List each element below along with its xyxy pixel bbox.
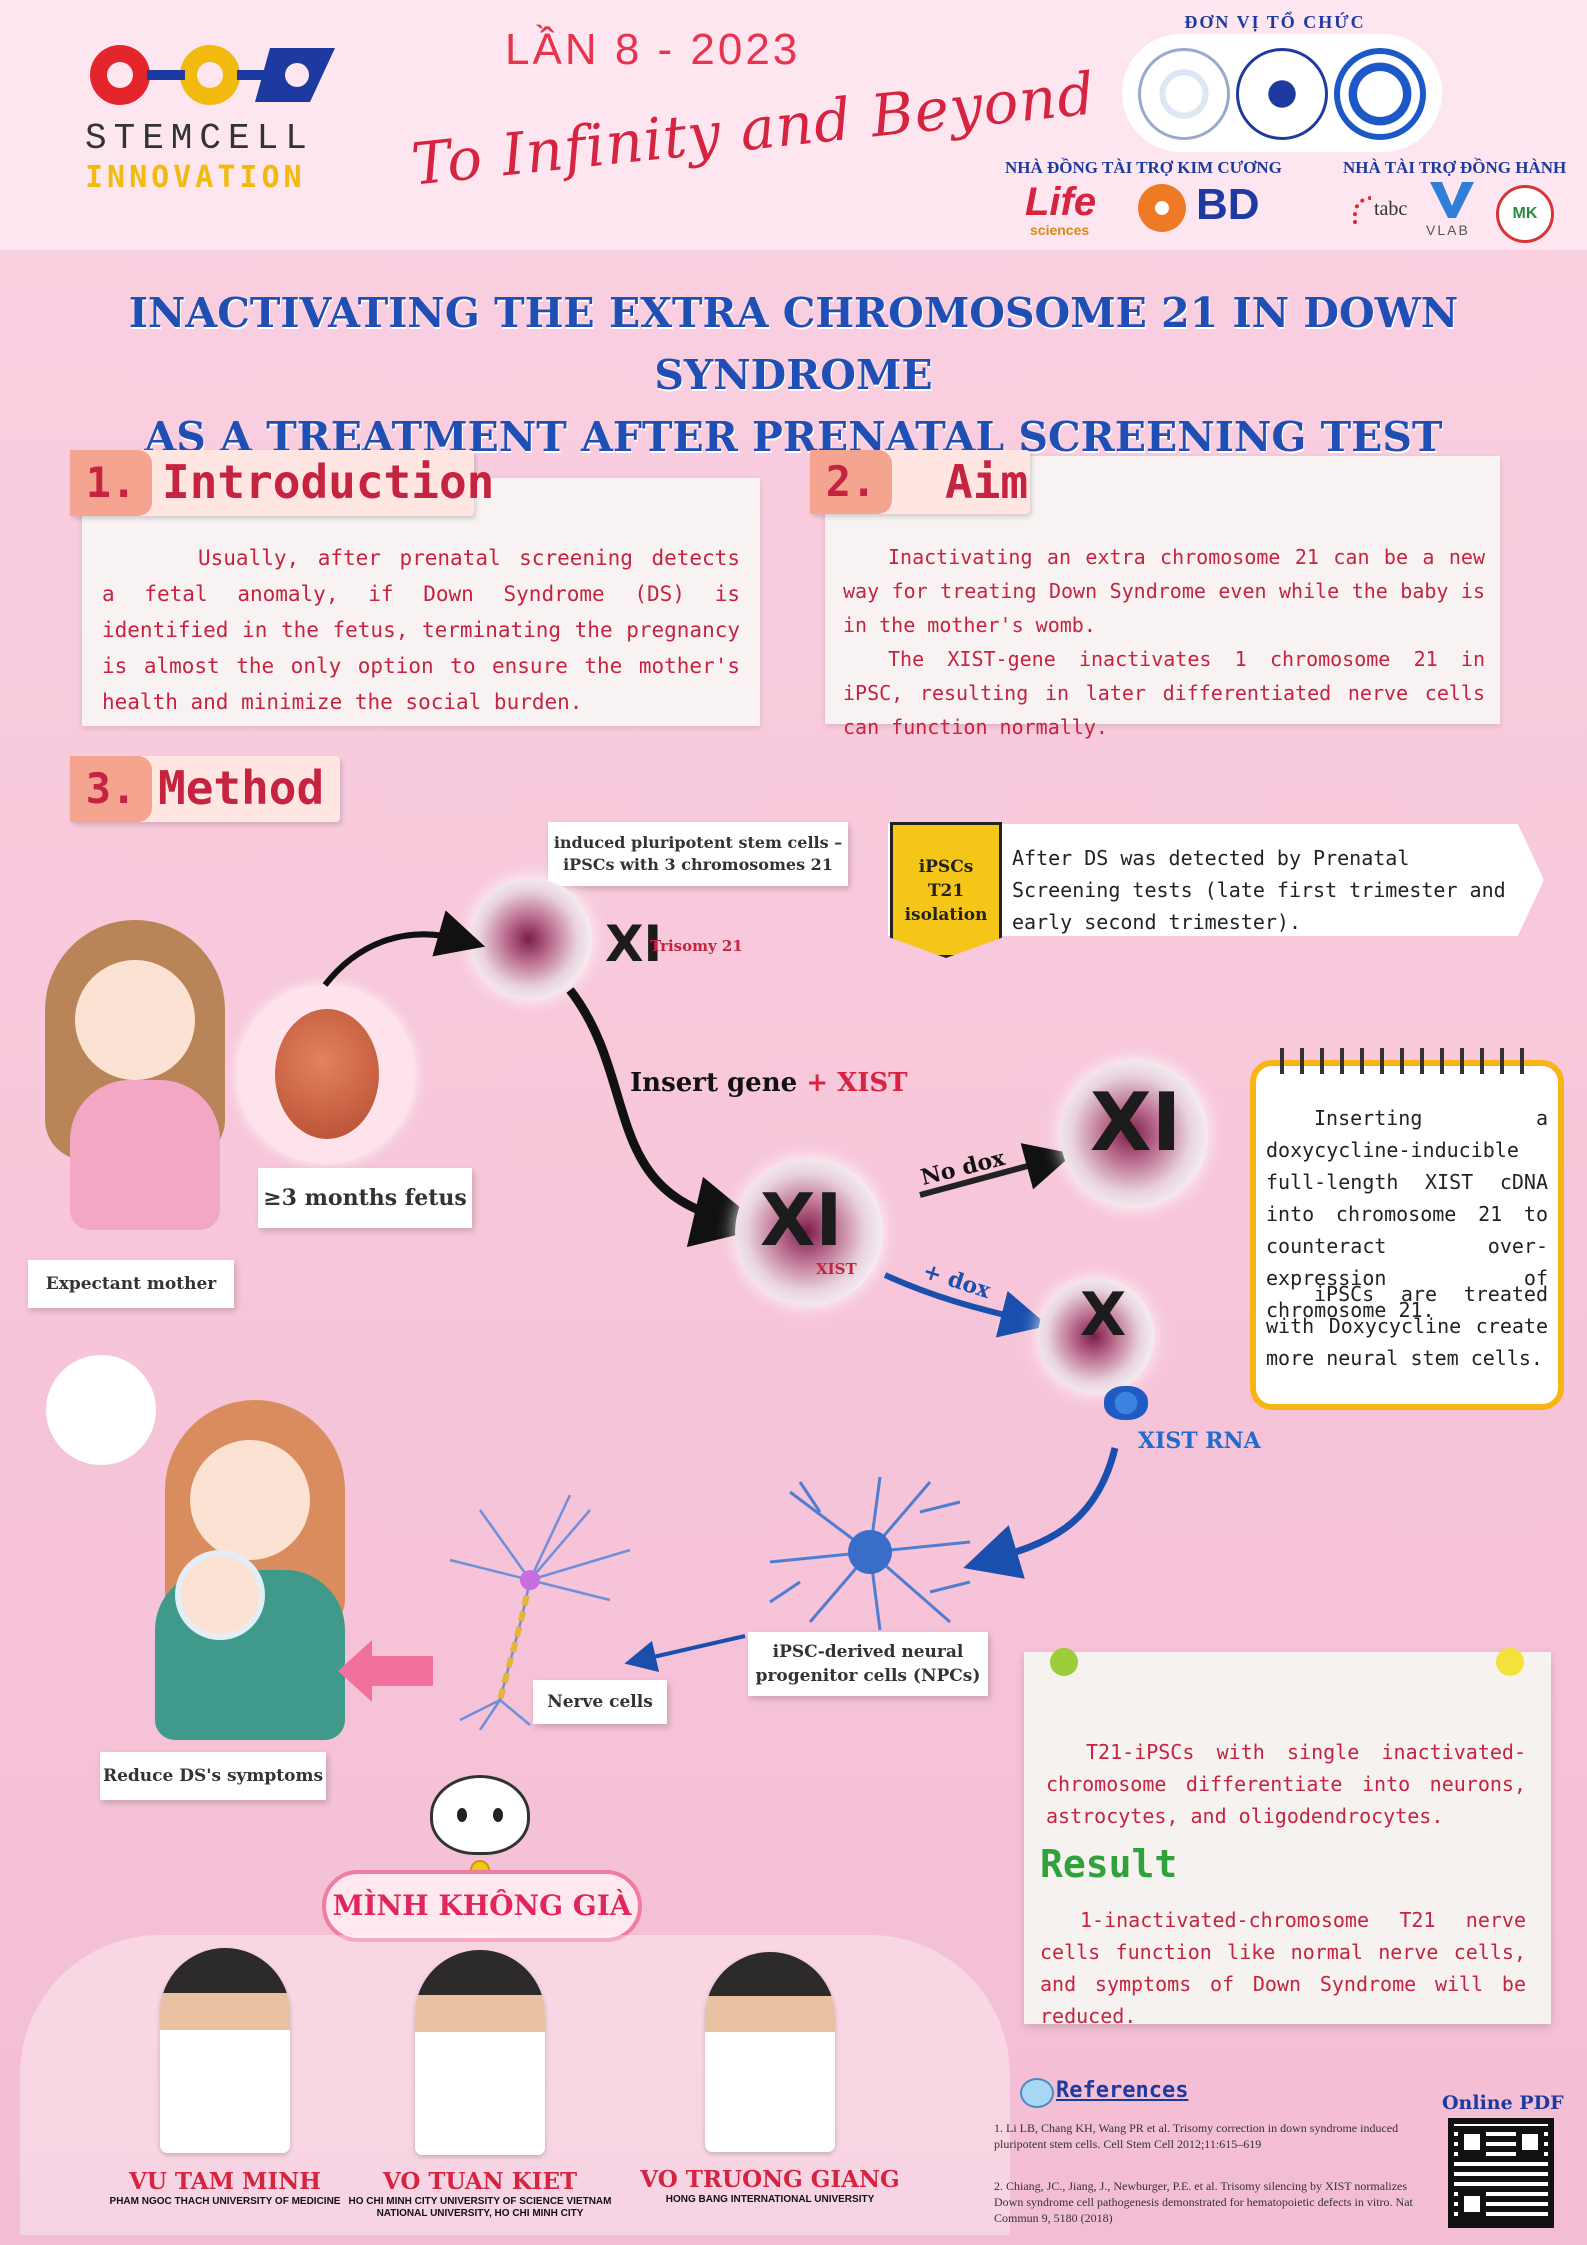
reduce-symptoms-label: Reduce DS's symptoms [100,1752,326,1800]
child-play-circle [46,1355,156,1465]
life-sciences-logo: Life [1025,180,1097,224]
organizer-logo-2-icon [1236,48,1328,140]
notebook-text-2: iPSCs are treated with Doxycycline creat… [1266,1282,1548,1370]
insert-gene-text: Insert gene [630,1068,798,1098]
stemcell-logo-icon [90,45,335,105]
member-name-2: VO TUAN KIET [382,2168,578,2195]
bd-logo-icon [1138,184,1186,232]
pink-arrow-icon [338,1640,433,1702]
isolation-badge-text: iPSCs T21 isolation [904,857,988,925]
notebook-rings-icon [1280,1048,1540,1074]
logo-innovation-text: INNOVATION [85,160,306,195]
life-sciences-subtext: sciences [1030,222,1090,238]
member-uni-2: HO CHI MINH CITY UNIVERSITY OF SCIENCE V… [348,2196,612,2219]
aim-number: 2. [810,450,892,514]
companion-sponsor-title: NHÀ TÀI TRỢ ĐỒNG HÀNH [1343,158,1567,177]
isolation-badge: iPSCs T21 isolation [890,822,1002,958]
result-text-1: T21-iPSCs with single inactivated-chromo… [1046,1740,1526,1828]
member-photo-3 [705,1952,835,2152]
member-name-1: VU TAM MINH [128,2168,322,2195]
no-dox-cell [1060,1060,1208,1208]
references-heading: References [1056,2078,1189,2103]
online-pdf-label: Online PDF [1442,2092,1564,2114]
cat-mascot-icon [430,1775,530,1855]
introduction-number: 1. [70,450,152,516]
mother-dress [70,1080,220,1230]
bd-logo: BD [1196,180,1260,229]
aim-heading: Aim [945,455,1029,509]
npc-label: iPSC-derived neural progenitor cells (NP… [748,1632,988,1696]
organizers-title: ĐƠN VỊ TỔ CHỨC [1184,12,1366,32]
diamond-sponsor-title: NHÀ ĐỒNG TÀI TRỢ KIM CƯƠNG [1005,158,1282,177]
heart-icon [1020,2078,1054,2108]
expectant-mother-label: Expectant mother [28,1260,234,1308]
xist-chromosome-icon: XI [760,1178,843,1262]
poster-title-line-1: INACTIVATING THE EXTRA CHROMOSOME 21 IN … [128,289,1459,399]
insert-xist-text: + XIST [806,1068,908,1098]
aim-text-1: Inactivating an extra chromosome 21 can … [843,545,1485,637]
member-uni-1: PHAM NGOC THACH UNIVERSITY OF MEDICINE [109,2196,341,2207]
member-name-3: VO TRUONG GIANG [640,2166,900,2193]
fetus-circle [237,985,415,1163]
xist-inserted-cell [735,1158,883,1306]
mother2-face [190,1440,310,1560]
reference-2: 2. Chiang, JC., Jiang, J., Newburger, P.… [994,2179,1413,2225]
ipsc-label-card: induced pluripotent stem cells – iPSCs w… [548,822,848,886]
no-dox-chromosome-icon: XI [1090,1076,1182,1169]
isolation-text: After DS was detected by Prenatal Screen… [1012,846,1506,934]
trisomy-label: Trisomy 21 [650,937,743,955]
method-number: 3. [70,756,152,822]
introduction-panel [82,478,760,726]
tabc-dots-icon [1353,196,1371,226]
mother-face [75,960,195,1080]
member-uni-3: HONG BANG INTERNATIONAL UNIVERSITY [665,2194,875,2205]
xist-rna-label: XIST RNA [1138,1428,1261,1454]
cat-eye-left [457,1808,467,1822]
member-photo-2 [415,1950,545,2155]
npc-cell-icon [769,1476,971,1631]
nerve-cells-label: Nerve cells [533,1680,667,1724]
tabc-logo: tabc [1374,198,1408,220]
vlab-logo: VLAB [1426,222,1470,238]
qr-finder-1 [1458,2128,1486,2156]
logo-stemcell-text: STEMCELL [85,118,314,159]
mk-logo: MK [1496,185,1554,243]
organizer-logo-3-icon [1334,48,1426,140]
trisomy-chromosome-icon: XI [605,915,663,973]
mother-baby-illustration [135,1400,365,1740]
yellow-pin-icon [1496,1648,1524,1676]
reference-1: 1. Li LB, Chang KH, Wang PR et al. Triso… [994,2121,1399,2151]
green-pin-icon [1050,1648,1078,1676]
result-heading: Result [1040,1842,1178,1886]
vlab-v-icon [1430,182,1474,218]
qr-finder-2 [1516,2128,1544,2156]
nerve-cell-icon [449,1494,631,1730]
xist-small-label: XIST [816,1260,857,1278]
fetus-icon [275,1009,379,1139]
expectant-mother-illustration [15,920,265,1240]
edition-label: LẦN 8 - 2023 [505,25,801,74]
ipsc-trisomy-cell [470,878,592,1000]
notebook-text-1: Inserting a doxycycline-inducible full-l… [1266,1106,1548,1322]
poster-title: INACTIVATING THE EXTRA CHROMOSOME 21 IN … [40,282,1547,468]
introduction-heading: Introduction [162,455,495,509]
aim-text-2: The XIST-gene inactivates 1 chromosome 2… [843,647,1485,739]
organizer-logo-1-icon [1138,48,1230,140]
method-heading: Method [158,761,325,815]
result-panel [1024,1652,1551,2024]
qr-finder-3 [1458,2190,1486,2218]
online-pdf-qr-code[interactable] [1448,2118,1554,2228]
cat-eye-right [493,1808,503,1822]
insert-gene-label: Insert gene + XIST [630,1068,908,1098]
introduction-text: Usually, after prenatal screening detect… [102,546,740,714]
result-text-2: 1-inactivated-chromosome T21 nerve cells… [1040,1908,1526,2028]
xist-rna-icon [1104,1386,1148,1420]
fetus-label: ≥3 months fetus [258,1168,472,1228]
team-name-badge: MÌNH KHÔNG GIÀ [322,1870,642,1942]
member-photo-1 [160,1948,290,2153]
dox-treated-cell [1038,1278,1154,1394]
dox-chromosome-icon: X [1080,1280,1127,1350]
baby-icon [175,1550,265,1640]
